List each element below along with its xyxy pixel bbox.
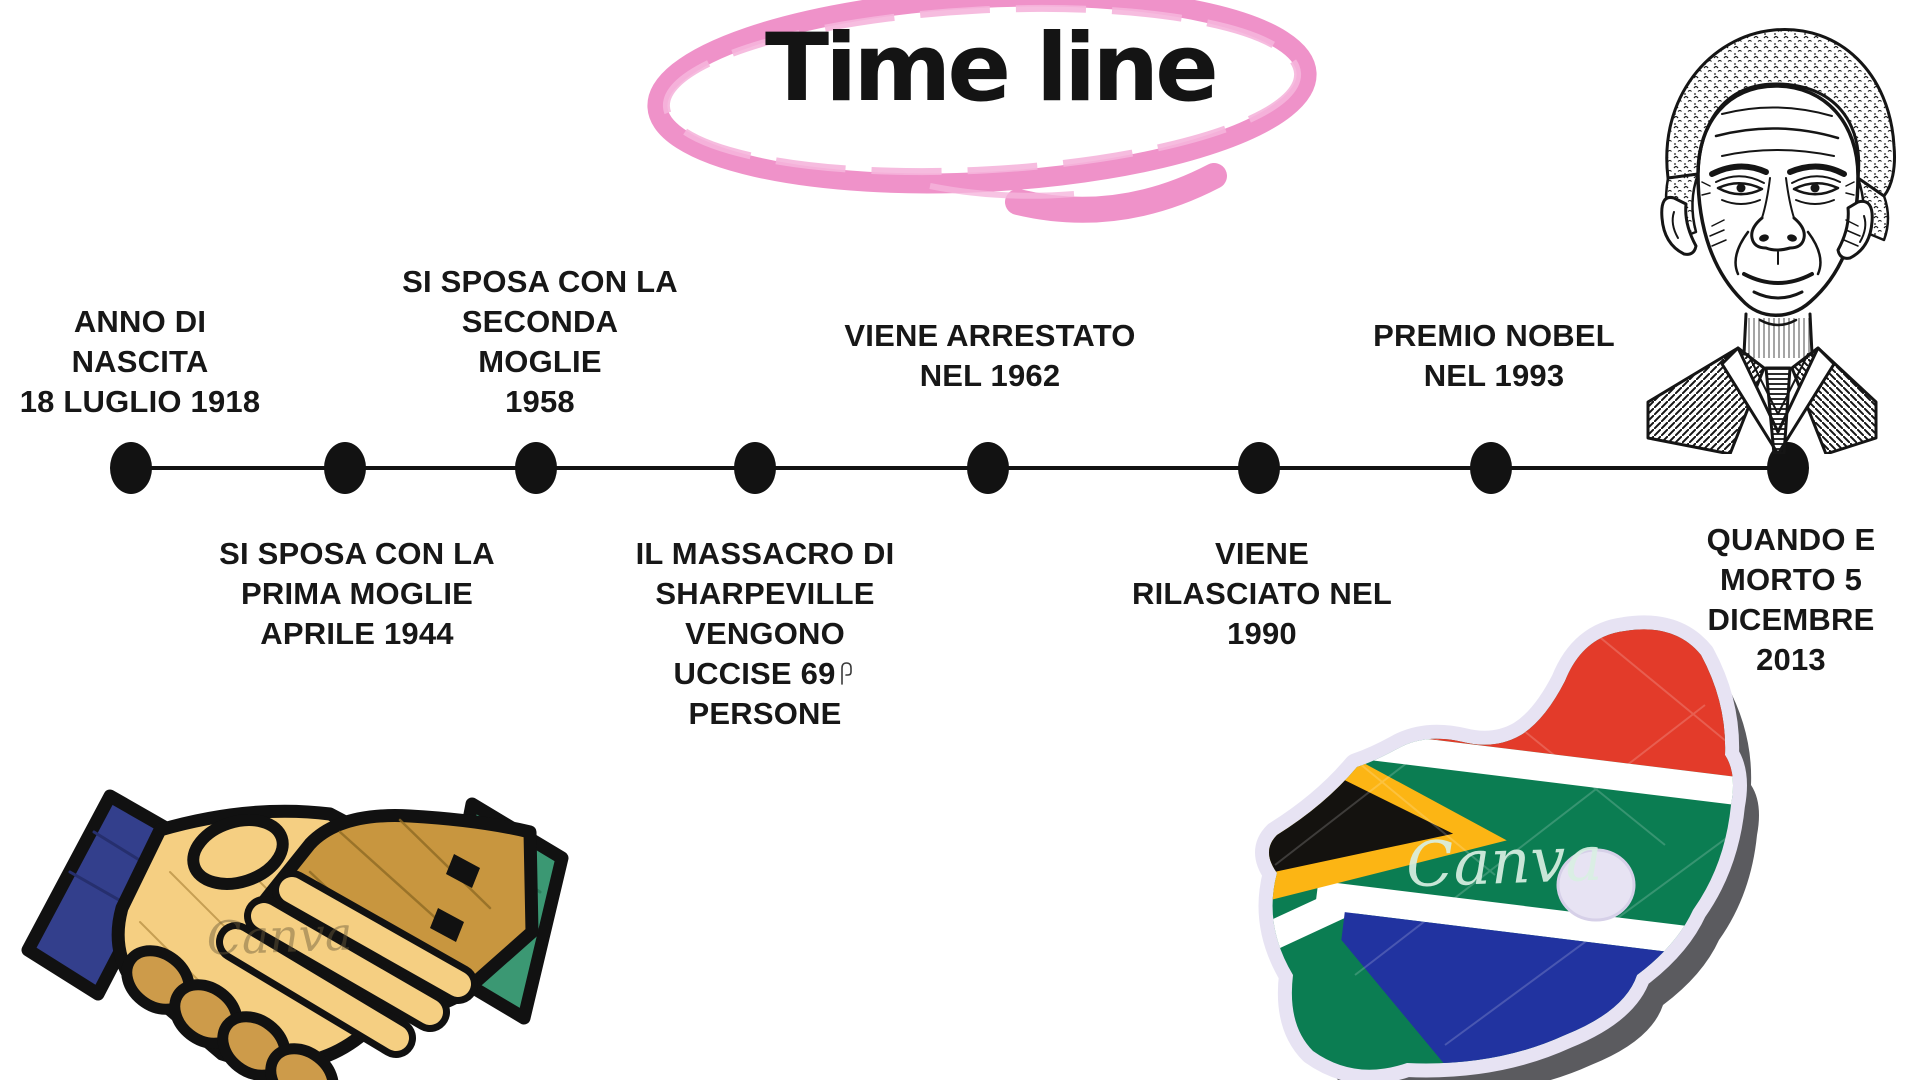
canva-watermark: Canva — [1405, 822, 1604, 902]
event-text-line: PRIMA MOGLIE — [240, 576, 474, 611]
timeline-dot-4 — [734, 442, 776, 494]
event-text-line: NASCITA — [71, 344, 209, 379]
nelson-mandela-portrait — [1646, 28, 1896, 454]
event-text-line: VIENE — [1214, 536, 1310, 571]
timeline-dot-3 — [515, 442, 557, 494]
event-text-line: SECONDA — [461, 304, 619, 339]
timeline-dot-1 — [110, 442, 152, 494]
event-text-line: RILASCIATO NEL — [1132, 576, 1392, 611]
event-text-line: VENGONO — [685, 616, 845, 651]
title-circle-scribble — [647, 0, 1317, 223]
event-label-first-marriage: SI SPOSA CON LA PRIMA MOGLIE APRILE 1944 — [197, 534, 517, 654]
event-label-second-marriage: SI SPOSA CON LA SECONDA MOGLIE 1958 — [385, 262, 695, 422]
event-text-line: PERSONE — [688, 696, 842, 731]
event-text-line: SI SPOSA CON LA — [219, 536, 495, 571]
event-text-line: ANNO DI — [73, 304, 207, 339]
event-text-line: 1990 — [1227, 616, 1297, 651]
timeline-dot-7 — [1470, 442, 1512, 494]
event-text-line: MOGLIE — [478, 344, 602, 379]
timeline-dot-2 — [324, 442, 366, 494]
event-label-death: QUANDO E MORTO 5 DICEMBRE 2013 — [1655, 520, 1919, 680]
timeline-line — [128, 466, 1790, 470]
event-label-nobel: PREMIO NOBEL NEL 1993 — [1342, 316, 1646, 396]
event-text-line: DICEMBRE — [1707, 602, 1875, 637]
event-text-line: 2013 — [1756, 642, 1826, 677]
timeline-dot-5 — [967, 442, 1009, 494]
event-text-line: APRILE 1944 — [260, 616, 454, 651]
south-africa-flag-map: Canva — [1025, 505, 1759, 1080]
event-text-line: IL MASSACRO DI — [635, 536, 895, 571]
event-text-line: 18 LUGLIO 1918 — [19, 384, 261, 419]
event-text-line: 1958 — [505, 384, 575, 419]
timeline-dot-6 — [1238, 442, 1280, 494]
event-text-line: NEL 1962 — [919, 358, 1061, 393]
event-text-line: UCCISE 69 — [673, 656, 836, 691]
event-text-line: SI SPOSA CON LA — [402, 264, 678, 299]
event-text-line: VIENE ARRESTATO — [844, 318, 1136, 353]
page-title: Time line — [765, 14, 1219, 123]
event-text-line: MORTO 5 — [1719, 562, 1863, 597]
event-label-arrest: VIENE ARRESTATO NEL 1962 — [815, 316, 1165, 396]
event-label-birth: ANNO DI NASCITA 18 LUGLIO 1918 — [0, 302, 280, 422]
event-text-row: UCCISE 69 — [612, 654, 918, 694]
pen-doodle-icon — [840, 662, 852, 685]
event-text-line: QUANDO E — [1706, 522, 1876, 557]
event-label-release: VIENE RILASCIATO NEL 1990 — [1102, 534, 1422, 654]
event-text-line: SHARPEVILLE — [655, 576, 875, 611]
event-label-sharpeville: IL MASSACRO DI SHARPEVILLE VENGONO UCCIS… — [612, 534, 918, 734]
handshake-illustration: Canva — [21, 789, 569, 1080]
event-text-line: NEL 1993 — [1423, 358, 1565, 393]
canva-watermark: Canva — [206, 906, 353, 965]
event-text-line: PREMIO NOBEL — [1373, 318, 1615, 353]
